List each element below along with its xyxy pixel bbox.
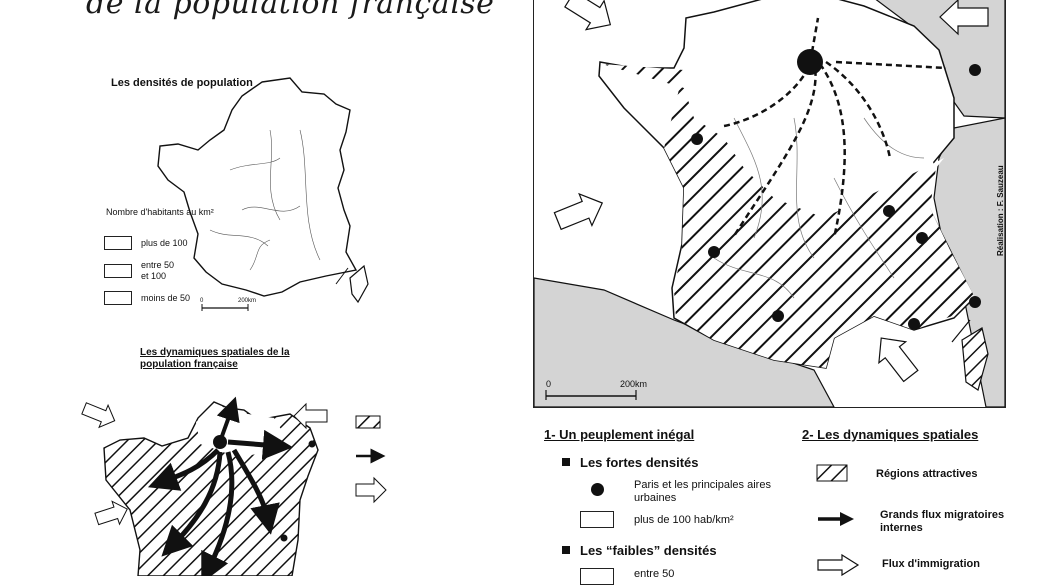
legend-arrow-icon xyxy=(818,512,854,526)
density-class-low: moins de 50 xyxy=(141,293,191,303)
map-credit: Réalisation : F. Sauzeau xyxy=(996,165,1005,256)
bullet-square-icon-2 xyxy=(562,546,570,554)
density-swatch-high xyxy=(104,236,132,250)
density-swatch-low xyxy=(104,291,132,305)
density-swatch-mid xyxy=(104,264,132,278)
legend-high-density: plus de 100 hab/km² xyxy=(634,514,734,526)
legend-internal-flows: Grands flux migratoires internes xyxy=(880,509,1005,534)
main-map xyxy=(534,0,1005,407)
main-scale-label: 200km xyxy=(620,379,648,389)
dynamics-map xyxy=(81,396,387,576)
legend-section2-heading: 2- Les dynamiques spatiales xyxy=(802,427,979,442)
legend-swatch-mid xyxy=(580,568,614,585)
page-title: de la population française xyxy=(86,0,495,21)
legend-hatch-swatch xyxy=(816,464,848,482)
legend-immigration: Flux d'immigration xyxy=(882,558,980,570)
dynamics-map-title: Les dynamiques spatiales de la populatio… xyxy=(140,347,290,370)
density-class-high: plus de 100 xyxy=(141,238,188,248)
density-scale-bar xyxy=(201,304,249,311)
legend-strong-heading: Les fortes densités xyxy=(580,455,699,470)
density-class-mid: entre 50 et 100 xyxy=(141,260,175,281)
legend-urban-areas: Paris et les principales aires urbaines xyxy=(634,479,771,504)
density-map-title: Les densités de population xyxy=(111,77,253,89)
density-scale-label: 200km xyxy=(238,298,257,304)
legend-section1-heading: 1- Un peuplement inégal xyxy=(544,427,695,442)
density-legend-heading: Nombre d'habitants au km² xyxy=(106,207,214,217)
legend-weak-heading: Les “faibles” densités xyxy=(580,543,717,558)
density-scale-zero: 0 xyxy=(200,298,204,304)
main-scale-zero: 0 xyxy=(546,379,552,389)
legend-hollow-arrow-icon xyxy=(817,554,860,576)
legend-swatch-high xyxy=(580,511,614,528)
france-outline xyxy=(157,77,358,297)
bullet-square-icon xyxy=(562,458,570,466)
legend-attractive-regions: Régions attractives xyxy=(876,468,978,480)
main-map-frame: 0 200km Réalisation : F. Sauzeau xyxy=(533,0,1006,408)
density-map xyxy=(157,77,369,304)
legend-mid-density: entre 50 xyxy=(634,568,675,580)
city-dot-icon xyxy=(591,483,604,496)
